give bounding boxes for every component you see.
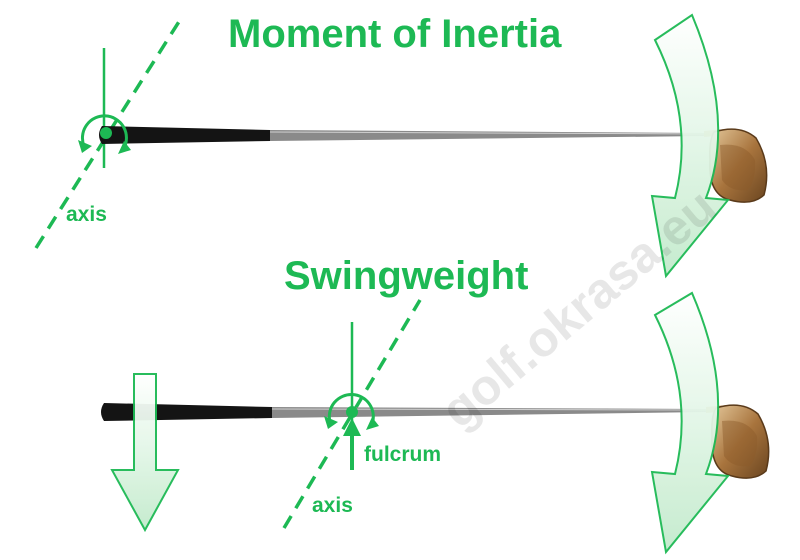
sw-curved-arrow <box>650 291 730 555</box>
rotation-arrow-icon <box>78 114 131 154</box>
club-grip <box>101 403 272 421</box>
fulcrum-arrow-icon <box>343 418 361 470</box>
club-grip <box>99 126 270 144</box>
golf-club-icon <box>99 126 768 203</box>
fulcrum-label: fulcrum <box>364 443 442 466</box>
moment-of-inertia-title: Moment of Inertia <box>228 12 562 56</box>
swingweight-title: Swingweight <box>284 254 529 298</box>
moi-curved-arrow <box>650 13 730 279</box>
moi-group <box>34 13 768 279</box>
rotation-arrow-icon <box>324 393 379 430</box>
axis-label-bottom: axis <box>312 494 353 517</box>
axis-label-top: axis <box>66 203 107 226</box>
down-arrow-icon <box>110 373 180 533</box>
club-shaft <box>270 130 706 141</box>
sw-group <box>101 291 770 555</box>
